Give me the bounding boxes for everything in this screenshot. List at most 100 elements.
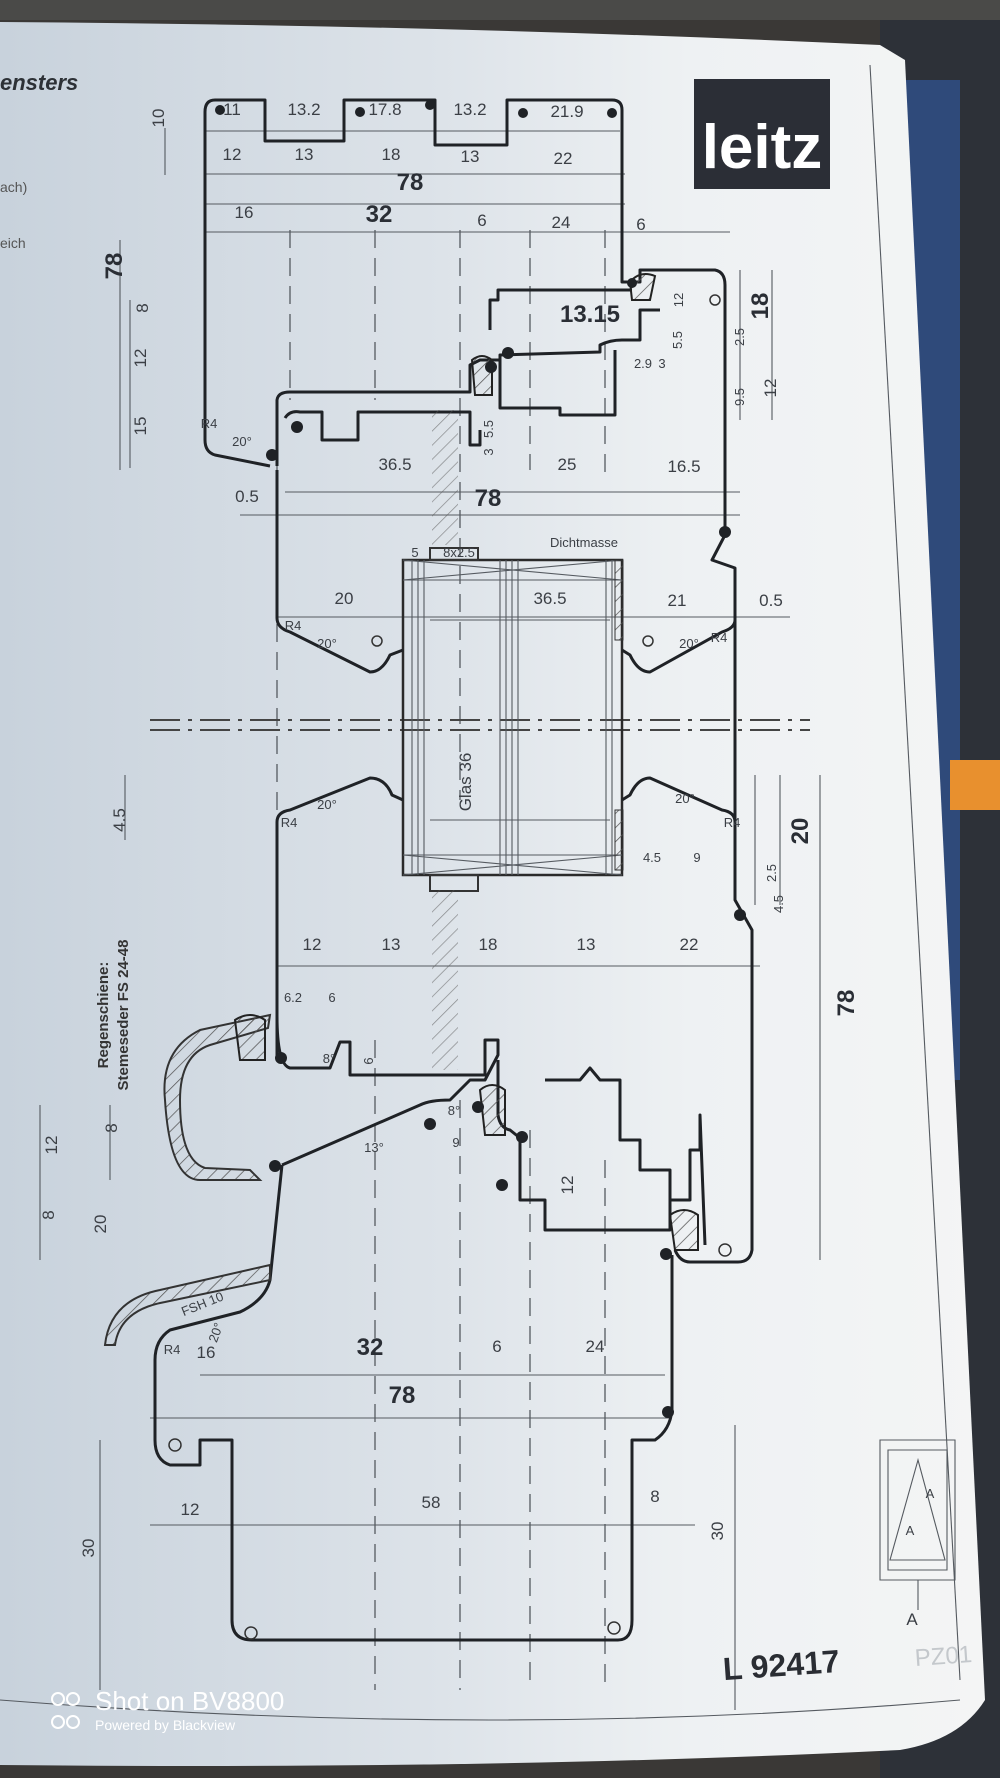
camera-watermark: Shot on BV8800 Powered by Blackview xyxy=(51,1686,284,1733)
dim-label: 10 xyxy=(149,109,168,128)
orange-patch xyxy=(950,760,1000,810)
dim-label: 8 xyxy=(102,1123,121,1132)
dim-label: 12 xyxy=(761,379,780,398)
rain-rail xyxy=(163,1013,272,1181)
dim-label: 13 xyxy=(577,935,596,954)
dim-label: 3 xyxy=(658,356,665,371)
dim-label: 36.5 xyxy=(378,455,411,474)
dim-label: 6.2 xyxy=(284,990,302,1005)
section-marker: A xyxy=(926,1486,935,1501)
outer-frame-left xyxy=(203,98,271,468)
glazing-bead-top-right xyxy=(621,568,737,674)
dim-label: 0.5 xyxy=(759,591,783,610)
dim-label: 4.5 xyxy=(110,808,129,832)
dim-label: 24 xyxy=(552,213,571,232)
sash-lower-step xyxy=(283,410,482,447)
dim-label: 5.5 xyxy=(481,420,496,438)
dim-label: 12 xyxy=(181,1500,200,1519)
dim-label: 30 xyxy=(708,1522,727,1541)
dim-label: 2.9 xyxy=(634,356,652,371)
glazing-bead-bottom-right xyxy=(621,776,737,880)
dim-label: 8x2.5 xyxy=(443,545,475,560)
dim-label: 9 xyxy=(693,850,700,865)
dim-label: 16.5 xyxy=(667,457,700,476)
screw-dots xyxy=(168,100,746,1640)
dim-label: 18 xyxy=(382,145,401,164)
dim-label: 8 xyxy=(650,1487,659,1506)
glazing-bead-top-left xyxy=(275,560,404,674)
paper-sheet xyxy=(0,22,985,1766)
dim-label: 20 xyxy=(787,818,814,845)
dim-label: 13.2 xyxy=(287,100,320,119)
dim-label: 9.5 xyxy=(732,388,747,406)
dimension-lines xyxy=(39,128,821,1710)
dim-label: 21.9 xyxy=(550,102,583,121)
gaskets xyxy=(233,273,699,1251)
dim-label: 8 xyxy=(133,303,152,312)
dim-label: 20 xyxy=(335,589,354,608)
dim-label: 8° xyxy=(323,1051,335,1066)
dim-label: R4 xyxy=(711,630,728,645)
dim-label: 13.15 xyxy=(560,301,620,328)
sash-top xyxy=(275,308,660,466)
dim-label: 12 xyxy=(42,1136,61,1155)
window-profile-outlines xyxy=(103,98,956,1642)
rain-rail-model: Stemeseder FS 24-48 xyxy=(115,940,132,1091)
dim-label: 20 xyxy=(91,1215,110,1234)
dim-label: 24 xyxy=(586,1337,605,1356)
dim-label: 20° xyxy=(317,797,337,812)
section-marker: A xyxy=(906,1523,915,1538)
dim-label: 16 xyxy=(235,203,254,222)
dim-label: 3 xyxy=(481,448,496,455)
dim-label: 4.5 xyxy=(771,895,786,913)
sash-step xyxy=(488,288,632,330)
dim-label: 58 xyxy=(422,1493,441,1512)
dim-label: 22 xyxy=(680,935,699,954)
svg-text:leitz: leitz xyxy=(702,113,823,182)
border-line xyxy=(869,64,961,1681)
dim-label: 20° xyxy=(205,1321,226,1345)
dim-label: R4 xyxy=(164,1342,181,1357)
dim-label: 12 xyxy=(671,293,686,307)
dim-label: 20° xyxy=(675,791,695,806)
page-title: ensters xyxy=(0,70,78,95)
dim-label: 6 xyxy=(492,1337,501,1356)
dim-label: 30 xyxy=(79,1539,98,1558)
sealant xyxy=(614,559,624,641)
camera-logo-icon xyxy=(51,1692,65,1706)
dim-label: 78 xyxy=(101,253,128,280)
dim-label: R4 xyxy=(724,815,741,830)
section-view-sketch xyxy=(879,1439,956,1610)
dim-label: 78 xyxy=(833,990,860,1017)
section-marker: A xyxy=(906,1610,918,1629)
dim-label: 12 xyxy=(131,349,150,368)
side-note: ach) xyxy=(0,179,27,195)
hatched-zone xyxy=(432,410,458,545)
dim-label: 6 xyxy=(636,215,645,234)
svg-text:Shot on BV8800: Shot on BV8800 xyxy=(95,1686,284,1716)
dim-label: 2.5 xyxy=(764,864,779,882)
lower-frame-step xyxy=(545,1066,672,1200)
dim-label: 20° xyxy=(679,636,699,651)
svg-text:Powered by Blackview: Powered by Blackview xyxy=(95,1717,236,1733)
dim-label: 9 xyxy=(452,1135,459,1150)
dim-label: 0.5 xyxy=(235,487,259,506)
sash-inner xyxy=(498,350,617,417)
dim-label: 32 xyxy=(357,1334,384,1361)
dim-label: 78 xyxy=(397,169,424,196)
dim-label: 13 xyxy=(295,145,314,164)
dim-label: 12 xyxy=(223,145,242,164)
dim-label: 5.5 xyxy=(670,331,685,349)
dim-label: 32 xyxy=(366,201,393,228)
dim-label: 15 xyxy=(131,417,150,436)
leitz-logo: leitz xyxy=(694,79,830,189)
dim-label: 78 xyxy=(475,485,502,512)
dim-label: 20° xyxy=(317,636,337,651)
dim-label: 78 xyxy=(389,1382,416,1409)
dim-label: 8 xyxy=(39,1210,58,1219)
dim-label: 13° xyxy=(364,1140,384,1155)
dim-label: 11 xyxy=(223,100,241,119)
sealant xyxy=(614,809,624,871)
